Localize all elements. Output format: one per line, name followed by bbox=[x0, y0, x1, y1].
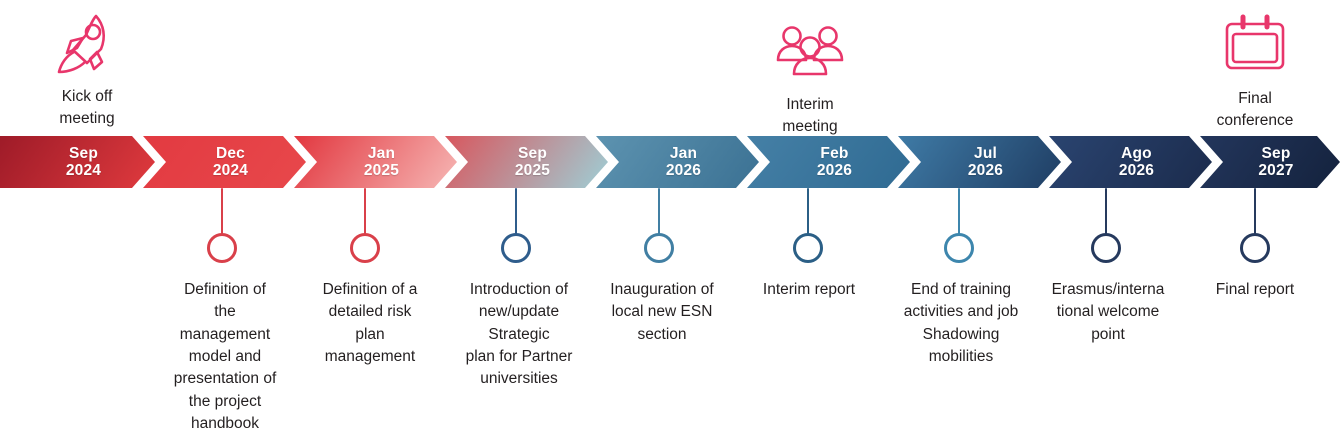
milestone-description-m-sep-2027: Final report bbox=[1215, 281, 1295, 298]
chevron-month-sep-2024: Sep bbox=[68, 144, 99, 162]
milestone-ring-m-dec-2024[interactable] bbox=[207, 233, 237, 263]
rocket-icon bbox=[12, 4, 162, 82]
top-marker-kick-off: Kick off meeting bbox=[12, 4, 162, 130]
milestone-stem-m-ago-2026 bbox=[1104, 188, 1108, 236]
milestone-description-m-ago-2026: Erasmus/interna tional welcome point bbox=[1051, 281, 1165, 343]
chevron-month-sep-2025: Sep bbox=[517, 144, 548, 162]
milestone-ring-m-jan-2025[interactable] bbox=[350, 233, 380, 263]
top-marker-interim: Interim meeting bbox=[735, 12, 885, 138]
chevron-year-feb-2026: 2026 bbox=[816, 162, 853, 179]
chevron-month-jul-2026: Jul bbox=[974, 144, 997, 162]
top-marker-label-interim: Interim meeting bbox=[782, 96, 838, 135]
chevron-month-ago-2026: Ago bbox=[1121, 144, 1152, 162]
milestone-description-m-jan-2026: Inauguration of local new ESN section bbox=[610, 281, 714, 343]
milestone-stem-m-jan-2026 bbox=[657, 188, 661, 236]
milestone-description-m-sep-2025: Introduction of new/update Strategic pla… bbox=[465, 281, 573, 388]
top-marker-label-kick-off: Kick off meeting bbox=[59, 88, 115, 127]
milestone-ring-m-sep-2027[interactable] bbox=[1240, 233, 1270, 263]
milestone-ring-m-ago-2026[interactable] bbox=[1091, 233, 1121, 263]
milestone-stem-m-sep-2025 bbox=[514, 188, 518, 236]
milestone-ring-m-jul-2026[interactable] bbox=[944, 233, 974, 263]
milestone-stem-m-feb-2026 bbox=[806, 188, 810, 236]
top-marker-label-final-conference: Final conference bbox=[1216, 90, 1294, 129]
chevron-month-jan-2025: Jan bbox=[367, 144, 396, 162]
milestone-description-m-feb-2026: Interim report bbox=[762, 281, 856, 298]
chevron-month-feb-2026: Feb bbox=[820, 144, 849, 162]
milestone-description-m-dec-2024: Definition of the management model and p… bbox=[173, 281, 277, 432]
chevron-year-ago-2026: 2026 bbox=[1118, 162, 1155, 179]
milestone-stem-m-jul-2026 bbox=[957, 188, 961, 236]
chevron-year-sep-2024: 2024 bbox=[65, 162, 102, 179]
chevron-year-sep-2027: 2027 bbox=[1258, 162, 1294, 179]
chevron-year-dec-2024: 2024 bbox=[212, 162, 249, 179]
chevron-month-dec-2024: Dec bbox=[215, 144, 246, 162]
milestone-ring-m-feb-2026[interactable] bbox=[793, 233, 823, 263]
milestone-ring-m-jan-2026[interactable] bbox=[644, 233, 674, 263]
milestone-stem-m-dec-2024 bbox=[220, 188, 224, 236]
chevron-month-sep-2027: Sep bbox=[1261, 144, 1291, 162]
people-group-icon bbox=[735, 12, 885, 90]
chevron-month-jan-2026: Jan bbox=[669, 144, 698, 162]
milestone-description-m-jul-2026: End of training activities and job Shado… bbox=[903, 281, 1019, 365]
milestone-description-m-jan-2025: Definition of a detailed risk plan manag… bbox=[322, 281, 418, 365]
chevron-year-jan-2025: 2025 bbox=[363, 162, 400, 179]
chevron-year-sep-2025: 2025 bbox=[514, 162, 551, 179]
top-marker-final-conference: Final conference bbox=[1180, 6, 1330, 132]
milestone-ring-m-sep-2025[interactable] bbox=[501, 233, 531, 263]
chevron-year-jan-2026: 2026 bbox=[665, 162, 702, 179]
chevron-year-jul-2026: 2026 bbox=[967, 162, 1004, 179]
milestone-stem-m-jan-2025 bbox=[363, 188, 367, 236]
milestone-stem-m-sep-2027 bbox=[1253, 188, 1257, 236]
calendar-icon bbox=[1180, 6, 1330, 84]
